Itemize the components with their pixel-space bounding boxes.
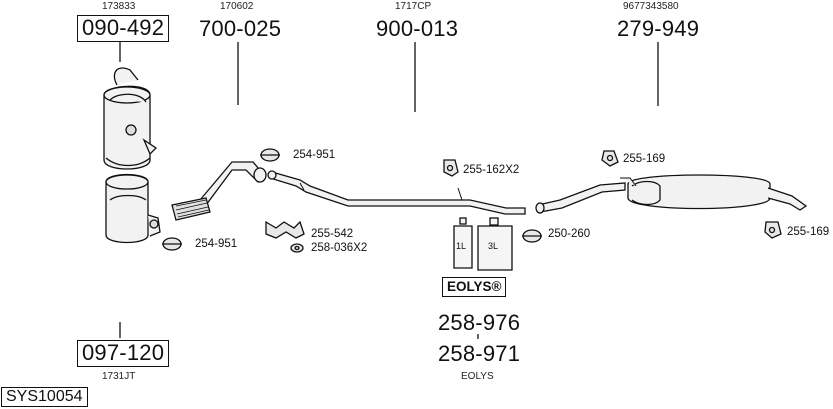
ring-258-036-drawing (290, 243, 304, 253)
mount-255-162-drawing (443, 159, 459, 177)
particulate-filter-drawing (105, 173, 161, 244)
part-number-258-971: 258-971 (438, 341, 521, 366)
additive-can-3l-label: 3L (488, 241, 499, 251)
hardware-label-254-951-a: 254-951 (293, 149, 336, 161)
bracket-255-542-drawing (265, 220, 305, 239)
front-pipe-drawing (171, 161, 267, 221)
hardware-label-250-260: 250-260 (548, 228, 591, 240)
additive-bottle-3l-drawing (477, 217, 513, 271)
clamp-254-951-b-drawing (162, 237, 182, 251)
part-ref-1731jt: 1731JT (102, 371, 136, 382)
hardware-label-255-169-b: 255-169 (787, 226, 830, 238)
part-number-279-949: 279-949 (617, 16, 700, 41)
part-ref-1717cp: 1717CP (395, 1, 432, 12)
hardware-label-255-162x2: 255-162X2 (463, 164, 520, 176)
part-number-258-976: 258-976 (438, 310, 521, 335)
hardware-label-255-169-a: 255-169 (623, 153, 666, 165)
part-ref-eolys: EOLYS (461, 371, 494, 382)
intermediate-pipe-drawing (267, 170, 526, 215)
hardware-label-255-542: 255-542 (311, 228, 354, 240)
additive-bottle-1l-drawing (453, 217, 473, 269)
hardware-label-254-951-b: 254-951 (195, 238, 238, 250)
clamp-254-951-a-drawing (260, 148, 280, 162)
part-ref-170602: 170602 (220, 1, 254, 12)
hardware-label-258-036x2: 258-036X2 (311, 242, 368, 254)
eolys-brand-label: EOLYS® (442, 277, 507, 297)
part-number-900-013: 900-013 (376, 16, 459, 41)
clamp-250-260-drawing (522, 229, 542, 243)
additive-can-1l-label: 1L (456, 241, 467, 251)
part-number-090-492: 090-492 (77, 15, 170, 42)
catalytic-converter-drawing (103, 67, 158, 170)
part-number-097-120: 097-120 (77, 340, 170, 367)
part-ref-173833: 173833 (102, 1, 136, 12)
rear-silencer-drawing (535, 174, 808, 214)
mount-255-169-b-drawing (764, 221, 782, 239)
part-number-700-025: 700-025 (199, 16, 282, 41)
part-ref-9677343580: 9677343580 (623, 1, 679, 12)
mount-255-169-a-drawing (601, 150, 619, 167)
system-code: SYS10054 (1, 387, 88, 407)
